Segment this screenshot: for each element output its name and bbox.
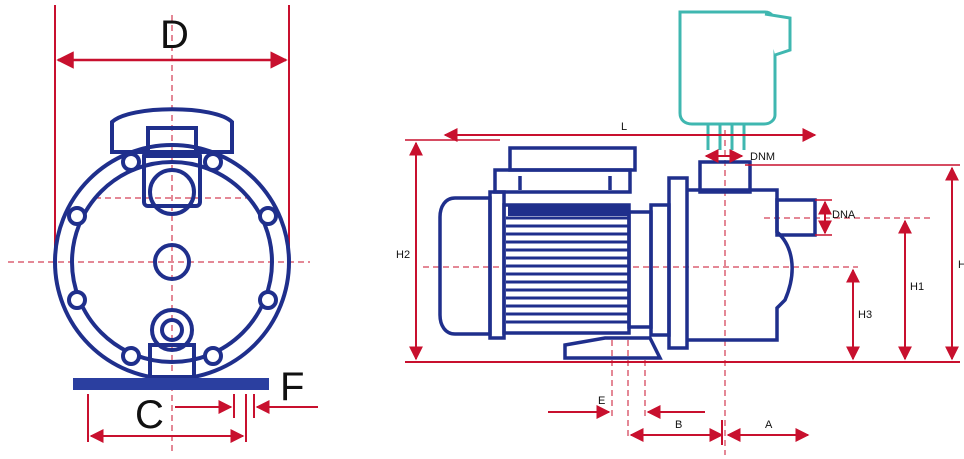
label-h3: H3 [858, 309, 872, 321]
d-extension-lines [54, 5, 290, 255]
label-f: F [280, 365, 304, 409]
front-pump-body [53, 107, 291, 381]
label-e: E [598, 395, 605, 407]
side-pump-body [438, 146, 817, 360]
side-view: L DNM DNA H2 H H1 H3 E B A [396, 10, 964, 455]
label-a: A [765, 419, 773, 431]
side-centerlines [423, 130, 930, 455]
bottom-dimensions [548, 405, 810, 445]
front-bolt-holes [67, 152, 278, 366]
c-dimension [87, 394, 318, 443]
label-c: C [135, 393, 164, 437]
label-h2: H2 [396, 249, 410, 261]
label-h: H [958, 259, 964, 271]
motor-fins [506, 216, 628, 324]
front-base-plate [73, 378, 269, 390]
label-dna: DNA [832, 209, 856, 221]
label-l: L [621, 121, 627, 133]
motor-band [508, 206, 628, 216]
front-centerlines [8, 15, 310, 455]
front-view: D C F [8, 5, 318, 455]
label-h1: H1 [910, 281, 924, 293]
label-dnm: DNM [750, 151, 775, 163]
label-d: D [160, 13, 189, 57]
label-b: B [675, 419, 682, 431]
motor-cap [678, 10, 792, 150]
